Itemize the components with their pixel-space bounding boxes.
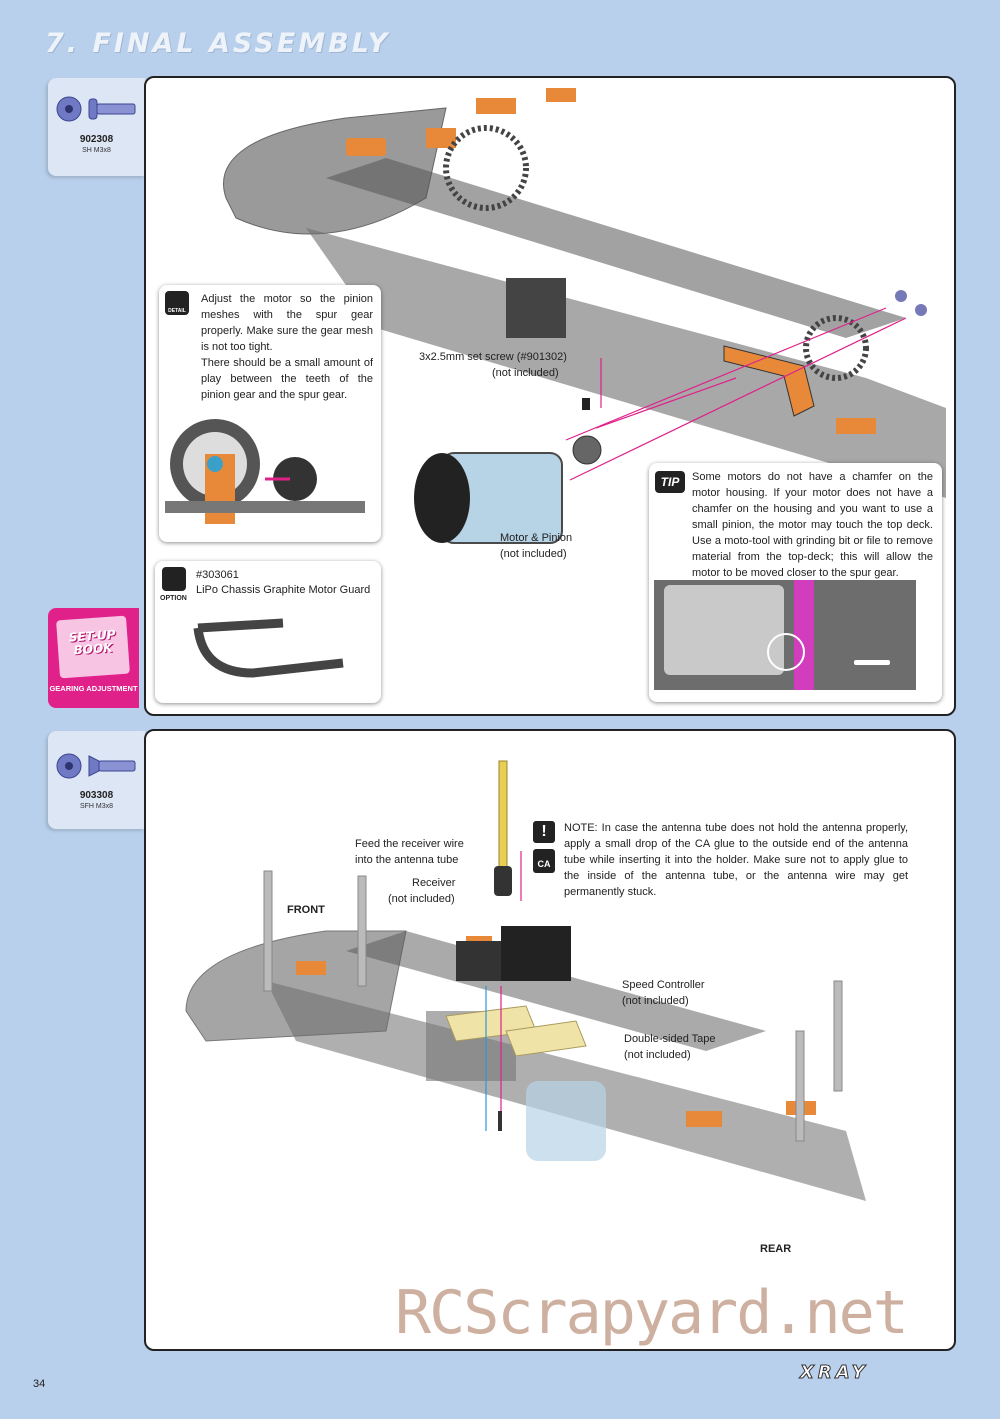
esc-label: Speed Controller bbox=[622, 979, 705, 991]
detail-text-2: There should be a small amount of play b… bbox=[201, 357, 373, 401]
tip-icon: TIP bbox=[655, 471, 685, 493]
motor-label: Motor & Pinion bbox=[500, 532, 573, 544]
assembly-arrows bbox=[565, 307, 907, 481]
part-desc: SFH M3x8 bbox=[79, 803, 114, 810]
tip-callout: TIP Some motors do not have a chamfer on… bbox=[649, 463, 942, 702]
receiver-wire-label-2: into the antenna tube bbox=[355, 854, 459, 866]
motor-illustration bbox=[414, 398, 602, 544]
set-screw-note: (not included) bbox=[492, 367, 559, 379]
book-icon: SET-UP BOOK bbox=[56, 615, 130, 679]
receiver-wire-label-1: Feed the receiver wire bbox=[355, 838, 464, 850]
option-callout: OPTION #303061 LiPo Chassis Graphite Mot… bbox=[155, 561, 381, 703]
front-label: FRONT bbox=[287, 904, 325, 916]
option-badge: OPTION bbox=[160, 595, 187, 602]
ca-glue-icon: CA bbox=[533, 849, 555, 873]
option-name: LiPo Chassis Graphite Motor Guard bbox=[196, 584, 371, 596]
setup-topic: GEARING ADJUSTMENT bbox=[49, 684, 138, 693]
esc-note: (not included) bbox=[622, 995, 689, 1007]
screw-icon bbox=[56, 96, 136, 122]
setup-book-badge: SET-UP BOOK GEARING ADJUSTMENT bbox=[48, 608, 139, 708]
detail-icon: DETAIL bbox=[165, 291, 189, 315]
watermark: RCScrapyard.net bbox=[395, 1278, 909, 1348]
step-2-panel: ! CA NOTE: In case the antenna tube does… bbox=[144, 729, 956, 1351]
gear-mesh-illustration bbox=[165, 419, 365, 524]
note-text: NOTE: In case the antenna tube does not … bbox=[564, 822, 908, 898]
detail-callout: DETAIL Adjust the motor so the pinion me… bbox=[159, 285, 381, 542]
tape-note: (not included) bbox=[624, 1049, 691, 1061]
page-title: 7. FINAL ASSEMBLY bbox=[45, 28, 391, 59]
part-code: 902308 bbox=[79, 134, 114, 145]
receiver-note: (not included) bbox=[388, 893, 455, 905]
receiver-label: Receiver bbox=[412, 877, 456, 889]
chassis-illustration-bottom bbox=[185, 760, 866, 1201]
tape-label: Double-sided Tape bbox=[624, 1033, 716, 1045]
option-code: #303061 bbox=[196, 569, 239, 581]
brand-logo: XRAY bbox=[800, 1362, 869, 1384]
motor-mount-part bbox=[723, 345, 815, 417]
motor-guard-illustration bbox=[193, 618, 344, 678]
rear-label: REAR bbox=[760, 1243, 792, 1255]
part-tab-1: 902308 SH M3x8 bbox=[48, 78, 145, 176]
part-tab-2: 903308 SFH M3x8 bbox=[48, 731, 145, 829]
page-number: 34 bbox=[33, 1378, 46, 1390]
motor-note: (not included) bbox=[500, 548, 567, 560]
detail-text-1: Adjust the motor so the pinion meshes wi… bbox=[201, 293, 373, 353]
tip-text: Some motors do not have a chamfer on the… bbox=[692, 471, 933, 579]
tip-photo bbox=[654, 580, 916, 690]
part-code: 903308 bbox=[79, 790, 114, 801]
countersunk-screw-icon bbox=[56, 753, 136, 779]
thumbs-up-icon bbox=[162, 567, 186, 591]
part-desc: SH M3x8 bbox=[82, 147, 111, 154]
set-screw-label: 3x2.5mm set screw (#901302) bbox=[419, 351, 567, 363]
chassis-illustration-top bbox=[223, 88, 946, 498]
warning-icon: ! bbox=[533, 821, 555, 843]
